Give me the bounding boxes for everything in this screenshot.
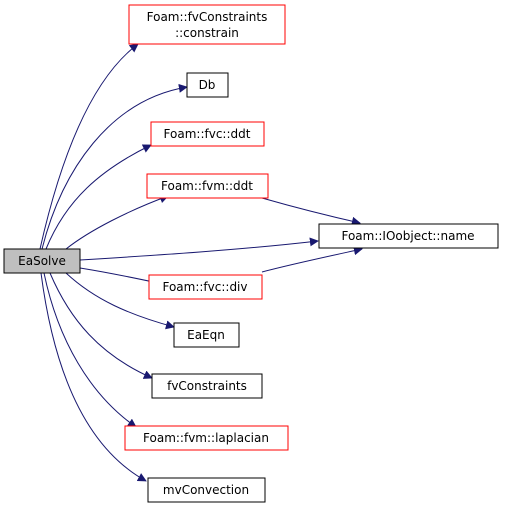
node-fvconstraints-box [151, 373, 263, 399]
edge-root-to-fvconstraints [49, 272, 153, 379]
edge-root-to-db [41, 83, 188, 250]
node-ioobject-name-label: Foam::IOobject::name [341, 229, 474, 243]
node-constrain-box [128, 4, 286, 45]
node-constrain-label-line1: Foam::fvConstraints [147, 10, 268, 24]
node-fvc-div-label: Foam::fvc::div [162, 280, 247, 294]
node-root-box [3, 248, 81, 274]
edge-fvc-div-to-ioobject-name [261, 246, 363, 273]
node-db-box [186, 72, 229, 98]
node-mvconvection-label: mvConvection [163, 483, 249, 497]
edge-root-to-fvc-ddt [45, 144, 152, 250]
node-fvm-ddt-label: Foam::fvm::ddt [161, 179, 253, 193]
node-fvc-div[interactable]: Foam::fvc::div [148, 274, 263, 300]
node-constrain-label-line2: ::constrain [175, 26, 239, 40]
edge-fvm-ddt-to-ioobject-name [261, 197, 361, 226]
node-ioobject-name[interactable]: Foam::IOobject::name [318, 223, 499, 249]
edge-root-to-fvm-ddt [65, 194, 169, 250]
node-fvc-ddt[interactable]: Foam::fvc::ddt [150, 121, 265, 147]
node-fvm-ddt[interactable]: Foam::fvm::ddt [146, 173, 269, 199]
node-eaeqn-box [173, 322, 240, 348]
edge-root-to-eaeqn [65, 272, 175, 330]
node-fvc-ddt-box [150, 121, 265, 147]
edge-root-to-ioobject-name [79, 237, 319, 261]
node-constrain[interactable]: Foam::fvConstraints ::constrain [128, 4, 286, 45]
node-db[interactable]: Db [186, 72, 229, 98]
edges [39, 43, 363, 482]
node-fvm-laplacian-box [124, 425, 289, 451]
node-fvc-div-box [148, 274, 263, 300]
edge-root-to-fvm-laplacian [43, 272, 137, 428]
node-db-label: Db [199, 78, 216, 92]
node-mvconvection-box [147, 477, 266, 503]
node-fvconstraints[interactable]: fvConstraints [151, 373, 263, 399]
node-root[interactable]: EaSolve [3, 248, 81, 274]
edge-root-to-fvc-div [79, 267, 159, 286]
node-eaeqn[interactable]: EaEqn [173, 322, 240, 348]
node-mvconvection[interactable]: mvConvection [147, 477, 266, 503]
edge-root-to-mvconvection [40, 272, 147, 482]
node-fvm-laplacian-label: Foam::fvm::laplacian [143, 431, 269, 445]
node-fvconstraints-label: fvConstraints [167, 379, 247, 393]
node-root-label: EaSolve [18, 254, 66, 268]
node-eaeqn-label: EaEqn [187, 328, 225, 342]
node-fvc-ddt-label: Foam::fvc::ddt [164, 127, 251, 141]
node-ioobject-name-box [318, 223, 499, 249]
node-fvm-laplacian[interactable]: Foam::fvm::laplacian [124, 425, 289, 451]
edge-root-to-constrain [39, 43, 139, 250]
node-fvm-ddt-box [146, 173, 269, 199]
